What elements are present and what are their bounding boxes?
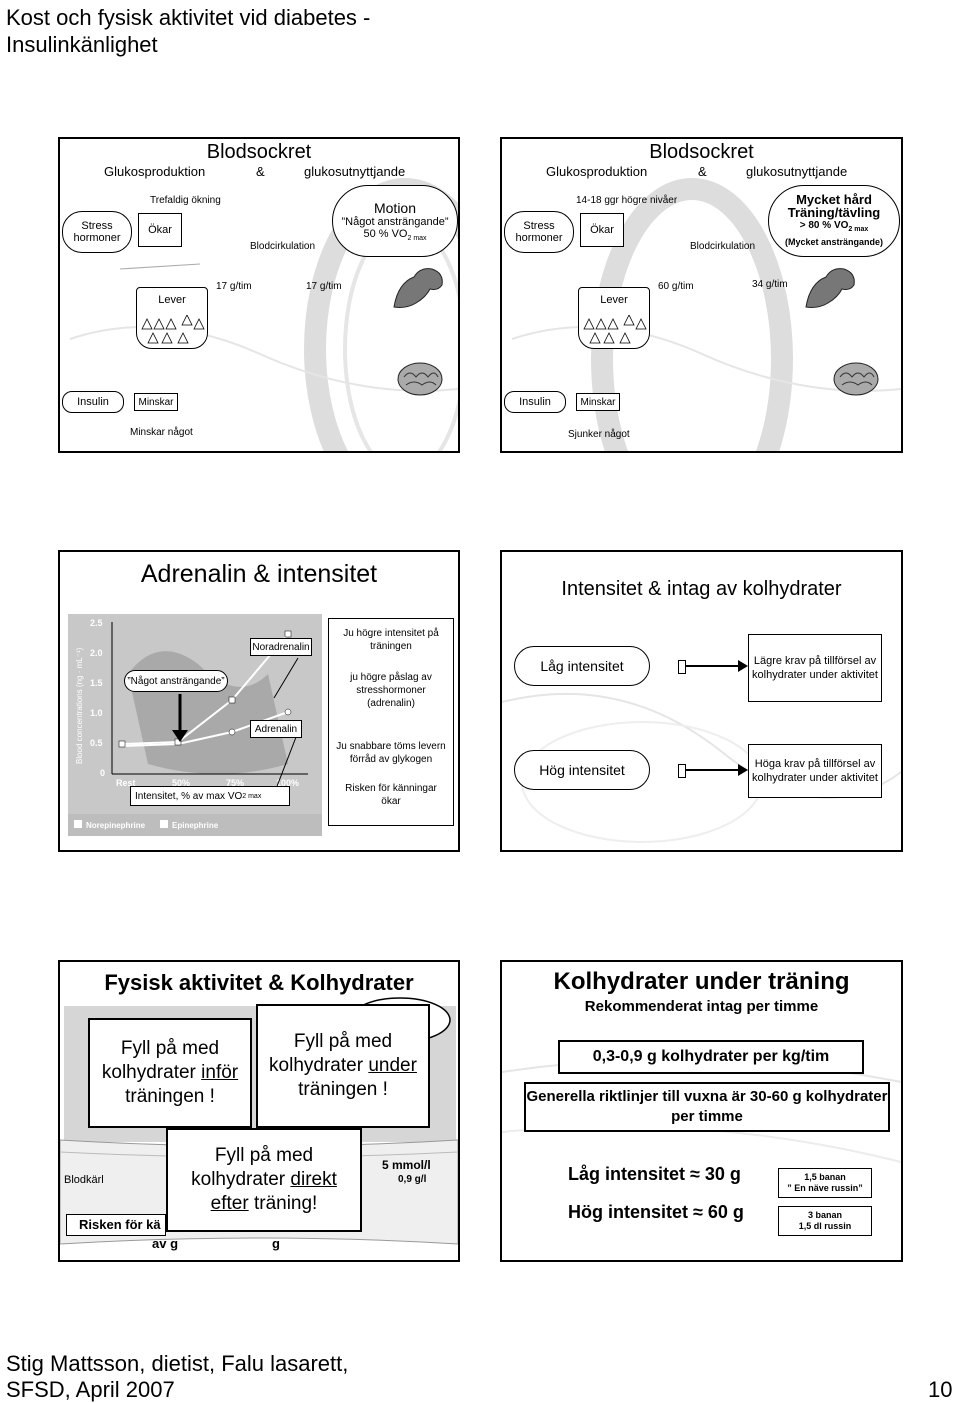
slide2-liver-box: Lever <box>578 287 650 349</box>
page-number: 10 <box>928 1377 953 1402</box>
muscle-arm-icon <box>393 268 443 308</box>
glucose-triangles-icon <box>583 315 647 344</box>
brain-icon <box>397 362 443 396</box>
slide2-rate2: 34 g/tim <box>752 279 788 290</box>
low-intensity-amount: Låg intensitet ≈ 30 g <box>568 1164 741 1184</box>
slide4-title: Intensitet & intag av kolhydrater <box>561 578 842 600</box>
slide2-title: Blodsockret <box>649 141 754 163</box>
chart-nagot-label: ”Något ansträngande” <box>124 670 228 692</box>
slide6-title: Kolhydrater under träning <box>553 968 850 995</box>
slide1-stress-box: Stress hormoner <box>62 211 132 253</box>
range-box: 0,3-0,9 g kolhydrater per kg/tim <box>558 1040 864 1074</box>
slide2-sub-left: Glukosproduktion <box>546 164 648 179</box>
gl-label: 0,9 g/l <box>398 1174 427 1185</box>
risk-text-3: g <box>272 1236 280 1251</box>
low-intensity-result: Lägre krav på tillförsel av kolhydrater … <box>748 634 882 702</box>
ytick: 1.0 <box>90 708 103 718</box>
slide-adrenalin-intensitet: Adrenalin & intensitet 2.5 2.0 1.5 1.0 0… <box>58 550 460 852</box>
slide1-sub-left: Glukosproduktion <box>104 164 206 179</box>
slide1-blodcirk: Blodcirkulation <box>250 241 316 252</box>
slide6-subtitle: Rekommenderat intag per timme <box>584 998 819 1015</box>
slide1-rate1: 17 g/tim <box>216 281 252 292</box>
slide2-insulin-box: Insulin <box>504 391 566 413</box>
risk-text-2: av g <box>152 1236 179 1251</box>
slide1-minskar-nagot: Minskar något <box>130 427 193 438</box>
slide1-title: Blodsockret <box>206 141 312 163</box>
blodkarl-label: Blodkärl <box>64 1174 104 1186</box>
glucose-triangles-icon <box>141 315 205 344</box>
slide1-liver-box: Lever <box>136 287 208 349</box>
ytick: 1.5 <box>90 678 103 688</box>
slide2-stress-box: Stress hormoner <box>504 211 574 253</box>
legend-epinephrine: Epinephrine <box>172 821 219 830</box>
slide1-sub-amp: & <box>256 164 265 179</box>
risk-box: Risken för kä <box>66 1214 166 1236</box>
xtick: 75% <box>226 778 244 788</box>
slide-blodsockret-hard: Blodsockret Glukosproduktion & glukosutn… <box>500 137 903 453</box>
slide1-insulin-box: Insulin <box>62 391 124 413</box>
slide1-rate2: 17 g/tim <box>306 281 342 292</box>
slide3-title: Adrenalin & intensitet <box>140 560 378 588</box>
high-intensity-result: Höga krav på tillförsel av kolhydrater u… <box>748 744 882 798</box>
slide-blodsockret-motion: Blodsockret Glukosproduktion & glukosutn… <box>58 137 460 453</box>
chart-ylabel: Blood concentrations (ng · mL⁻¹) <box>75 647 84 764</box>
arrow-icon <box>738 660 748 672</box>
slide3-explanation-box: Ju högre intensitet på träningen ju högr… <box>328 618 454 826</box>
slide2-blodcirk: Blodcirkulation <box>690 241 756 252</box>
ytick: 2.5 <box>90 618 103 628</box>
slide2-increase: 14-18 ggr högre nivåer <box>576 195 678 206</box>
slide-intensitet-kolhydrater: Intensitet & intag av kolhydrater Låg in… <box>500 550 903 852</box>
legend-norepinephrine: Norepinephrine <box>86 821 146 830</box>
document-title: Kost och fysisk aktivitet vid diabetes -… <box>6 5 371 57</box>
slide2-sub-amp: & <box>698 164 707 179</box>
xtick: 100% <box>276 778 299 788</box>
general-guideline-box: Generella riktlinjer till vuxna är 30-60… <box>524 1082 890 1132</box>
low-intensity-box: Låg intensitet <box>514 646 650 686</box>
brain-icon <box>833 362 879 396</box>
slide1-motion-box: Motion ”Något ansträngande” 50 % VO2 max <box>332 185 458 257</box>
slide2-okar-box: Ökar <box>580 213 624 247</box>
slide2-sub-right: glukosutnyttjande <box>746 164 848 179</box>
slide2-motion-box: Mycket hård Träning/tävling > 80 % VO2 m… <box>768 185 900 257</box>
low-intensity-example: 1,5 banan ” En näve russin” <box>778 1168 872 1198</box>
footer: Stig Mattsson, dietist, Falu lasarett, S… <box>6 1351 349 1402</box>
slide1-okar-box: Ökar <box>138 213 182 247</box>
slide1-sub-right: glukosutnyttjande <box>304 164 406 179</box>
high-intensity-amount: Hög intensitet ≈ 60 g <box>568 1202 744 1222</box>
slide1-minskar-box: Minskar <box>134 393 178 411</box>
slide-fysisk-aktivitet: Fysisk aktivitet & Kolhydrater Fyll på m… <box>58 960 460 1262</box>
xtick: 50% <box>172 778 190 788</box>
ytick: 0.5 <box>90 738 103 748</box>
slide1-increase: Trefaldig ökning <box>150 195 221 206</box>
mmol-label: 5 mmol/l <box>382 1158 431 1172</box>
during-training-box: Fyll på med kolhydrater under träningen … <box>256 1004 430 1128</box>
high-intensity-box: Hög intensitet <box>514 750 650 790</box>
high-intensity-example: 3 banan 1,5 dl russin <box>778 1206 872 1236</box>
slide2-minskar-box: Minskar <box>576 393 620 411</box>
before-training-box: Fyll på med kolhydrater inför träningen … <box>88 1018 252 1128</box>
arrow-icon <box>738 764 748 776</box>
slide2-sjunker: Sjunker något <box>568 429 630 440</box>
chart-noradrenalin-label: Noradrenalin <box>250 638 312 656</box>
xtick: Rest <box>116 778 136 788</box>
slide-kolhydrater-under-traning: Kolhydrater under träning Rekommenderat … <box>500 960 903 1262</box>
chart-adrenalin-label: Adrenalin <box>250 720 302 738</box>
ytick: 0 <box>100 768 105 778</box>
slide5-title: Fysisk aktivitet & Kolhydrater <box>104 970 414 995</box>
ytick: 2.0 <box>90 648 103 658</box>
muscle-arm-icon <box>805 268 855 308</box>
slide2-rate1: 60 g/tim <box>658 281 694 292</box>
